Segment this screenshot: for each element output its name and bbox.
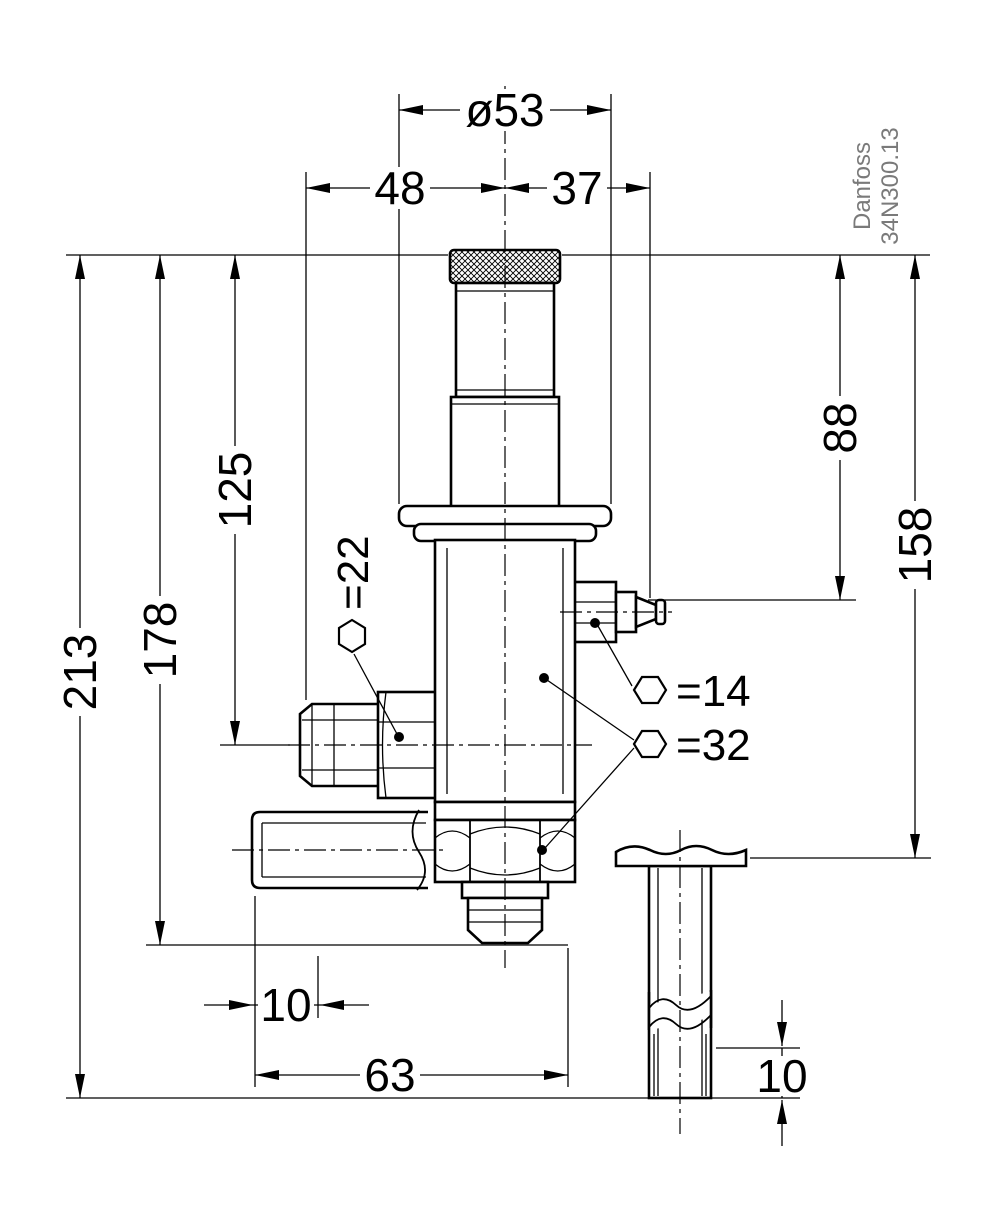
dim-label-88: 88	[814, 402, 866, 453]
leader-dot	[537, 845, 547, 855]
dimension-labels: ø53 48 37 125 178 213 88 158 10 63 10	[54, 84, 941, 1102]
hexagon-icon	[337, 618, 367, 654]
hex-label-14: =14	[676, 667, 751, 716]
dim-label-125: 125	[209, 452, 261, 529]
hex-callout-32: =32	[632, 721, 751, 770]
dim-label-178: 178	[134, 602, 186, 679]
leader-dot	[394, 732, 404, 742]
dim-label-37: 37	[551, 162, 602, 214]
centerlines	[232, 86, 681, 1134]
extension-lines	[66, 94, 931, 1099]
break-line	[648, 995, 712, 1011]
dimensions: ø53 48 37 125 178 213 88 158 10 63 10	[54, 84, 941, 1146]
flare-end	[614, 844, 748, 868]
dim-label-10-left: 10	[260, 979, 311, 1031]
hex-size-labels: =22 =14 =32	[329, 535, 751, 855]
dim-label-158: 158	[889, 507, 941, 584]
dim-label-diameter-53: ø53	[465, 84, 544, 136]
dim-label-48: 48	[374, 162, 425, 214]
dim-label-63: 63	[364, 1049, 415, 1101]
leader-dot	[590, 618, 600, 628]
hexagon-icon	[632, 729, 668, 759]
brand-name: Danfoss	[849, 142, 876, 230]
dim-label-213: 213	[54, 634, 106, 711]
hex-callout-22: =22	[329, 535, 378, 654]
leader-lines	[353, 618, 635, 855]
dim-label-10-right: 10	[756, 1050, 807, 1102]
break-line	[648, 1014, 712, 1030]
break-line	[411, 809, 426, 891]
hex-label-32: =32	[676, 721, 751, 770]
hex-callout-14: =14	[632, 667, 751, 716]
hexagon-icon	[632, 675, 668, 705]
brand-mark: Danfoss 34N300.13	[849, 127, 904, 244]
leader-dot	[539, 673, 549, 683]
drawing-number: 34N300.13	[877, 127, 904, 244]
hex-label-22: =22	[329, 535, 378, 610]
